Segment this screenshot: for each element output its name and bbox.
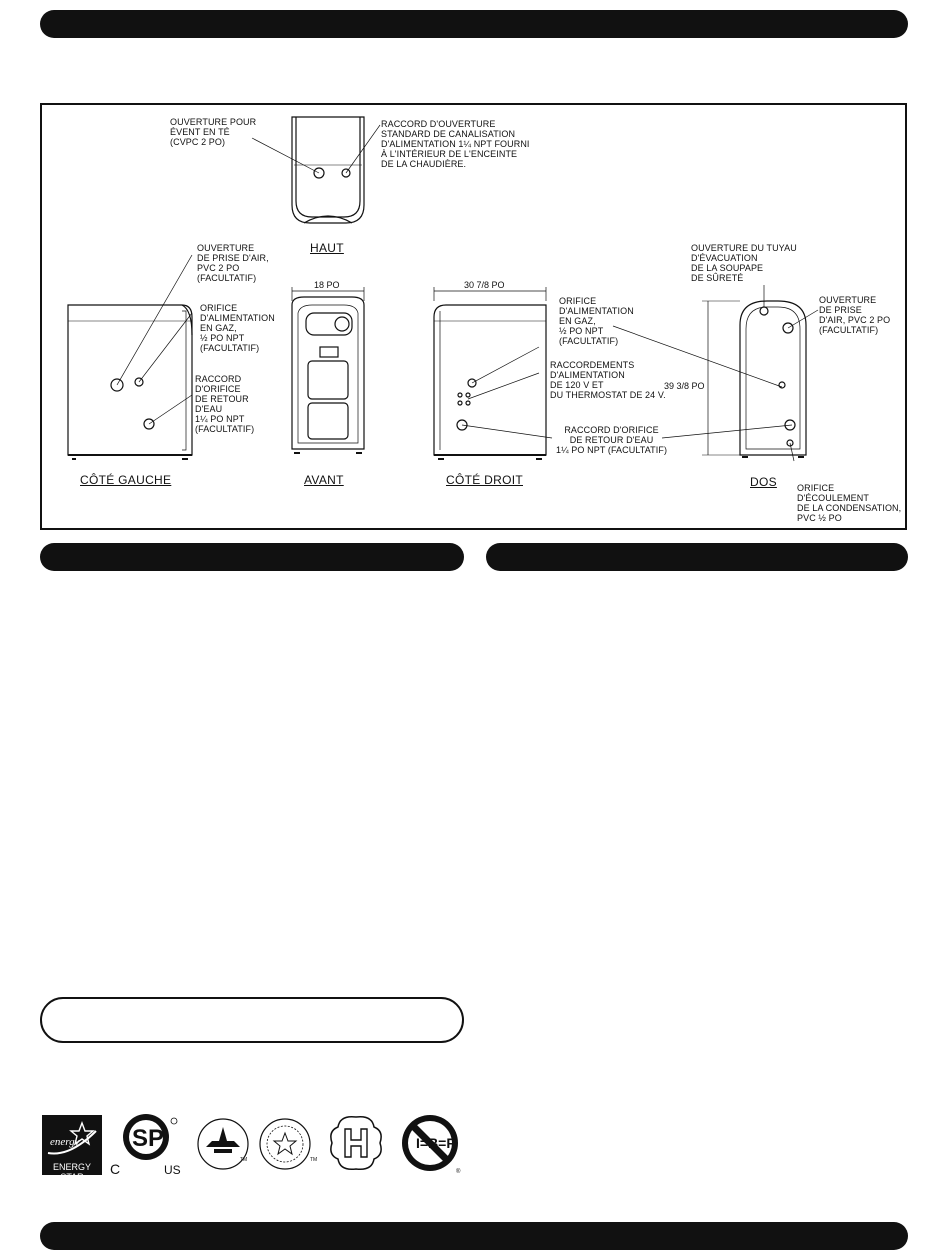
right-side-drawing bbox=[433, 287, 793, 460]
dimension-width: 18 PO bbox=[314, 280, 340, 290]
hydronics-tm-text: TM bbox=[310, 1157, 318, 1163]
left-side-drawing bbox=[67, 254, 193, 460]
ibr-icon: I=B=R bbox=[402, 1115, 458, 1171]
front-view-drawing bbox=[291, 287, 365, 454]
view-label-left: CÔTÉ GAUCHE bbox=[80, 473, 172, 487]
callout-vent-tee: OUVERTURE POUR ÉVENT EN TÉ (CVPC 2 PO) bbox=[170, 117, 257, 147]
view-label-top: HAUT bbox=[310, 241, 344, 255]
csa-us-text: US bbox=[164, 1163, 181, 1177]
view-label-front: AVANT bbox=[304, 473, 344, 487]
footer-bar bbox=[40, 1222, 908, 1250]
csa-icon: SP bbox=[123, 1114, 178, 1160]
csa-c-text: C bbox=[110, 1161, 121, 1177]
callout-gas-right: ORIFICE D'ALIMENTATION EN GAZ, ½ PO NPT … bbox=[559, 296, 634, 346]
hydronics-logo: TM bbox=[258, 1113, 320, 1177]
callout-air-intake-left: OUVERTURE DE PRISE D'AIR, PVC 2 PO (FACU… bbox=[197, 243, 269, 283]
ahri-logo: TM bbox=[196, 1113, 252, 1177]
h-stamp-logo bbox=[328, 1113, 388, 1177]
section-bar-right bbox=[486, 543, 908, 571]
dimensions-diagram: HAUT CÔTÉ GAUCHE AVANT CÔTÉ DROIT DOS 18… bbox=[40, 103, 907, 530]
callout-power: RACCORDEMENTS D'ALIMENTATION DE 120 V ET… bbox=[550, 360, 666, 400]
view-label-back: DOS bbox=[750, 475, 777, 489]
section-bar-left bbox=[40, 543, 464, 571]
svg-text:I=B=R: I=B=R bbox=[416, 1135, 456, 1151]
callout-condensate: ORIFICE D'ÉCOULEMENT DE LA CONDENSATION,… bbox=[797, 483, 902, 523]
svg-text:energy: energy bbox=[50, 1136, 80, 1148]
energy-star-logo: energy ENERGY STAR bbox=[40, 1113, 104, 1182]
callout-return-left: RACCORD D'ORIFICE DE RETOUR D'EAU 1¼ PO … bbox=[195, 374, 255, 434]
energy-star-text: ENERGY STAR bbox=[52, 1162, 91, 1182]
top-view-drawing bbox=[251, 116, 381, 224]
svg-text:SP: SP bbox=[132, 1125, 164, 1152]
ibr-logo: I=B=R ® bbox=[398, 1113, 464, 1177]
note-box bbox=[40, 997, 464, 1043]
boiler-drawings bbox=[67, 116, 819, 462]
asme-h-stamp-icon bbox=[330, 1115, 382, 1171]
header-bar bbox=[40, 10, 908, 38]
ahri-tm-text: TM bbox=[240, 1157, 248, 1163]
energy-star-icon: energy bbox=[42, 1115, 102, 1175]
callout-supply-standard: RACCORD D'OUVERTURE STANDARD DE CANALISA… bbox=[381, 119, 530, 169]
csa-logo: SP C US bbox=[110, 1113, 190, 1177]
hydronic-certified-icon bbox=[259, 1118, 311, 1170]
callout-air-intake-back: OUVERTURE DE PRISE D'AIR, PVC 2 PO (FACU… bbox=[819, 295, 891, 335]
dimension-depth: 30 7/8 PO bbox=[464, 280, 505, 290]
callout-relief-valve: OUVERTURE DU TUYAU D'ÉVACUATION DE LA SO… bbox=[691, 243, 797, 283]
back-view-drawing bbox=[702, 285, 819, 462]
dimension-height: 39 3/8 PO bbox=[664, 381, 705, 391]
callout-return-right: RACCORD D'ORIFICE DE RETOUR D'EAU 1¼ PO … bbox=[556, 425, 668, 455]
ibr-registered-text: ® bbox=[456, 1169, 461, 1175]
ahri-certified-icon bbox=[197, 1118, 249, 1170]
callout-gas-left: ORIFICE D'ALIMENTATION EN GAZ, ½ PO NPT … bbox=[200, 303, 275, 353]
view-label-right: CÔTÉ DROIT bbox=[446, 473, 523, 487]
